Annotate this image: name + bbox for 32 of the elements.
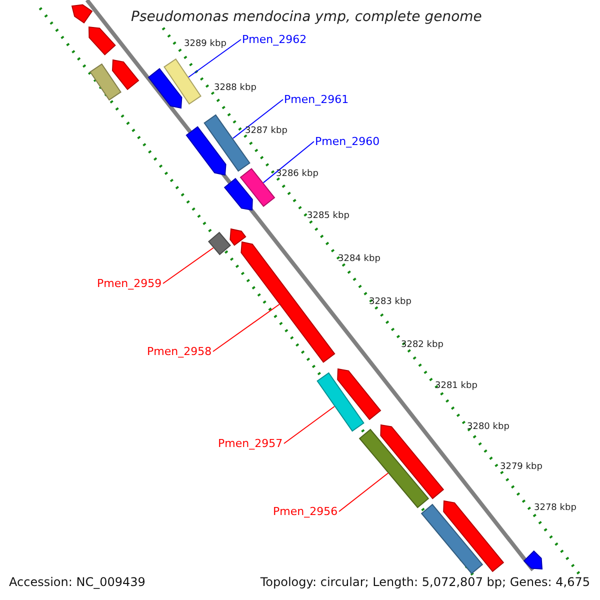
scale-label: 3278 kbp <box>534 503 576 513</box>
gene-bar <box>317 372 364 432</box>
gene-label: Pmen_2958 <box>147 345 212 358</box>
scale-label: 3287 kbp <box>245 126 288 136</box>
genome-info-text: Topology: circular; Length: 5,072,807 bp; Genes: 4,675 <box>260 575 590 589</box>
gene-bar <box>359 429 429 508</box>
scale-label: 3288 kbp <box>214 83 256 93</box>
leader-line <box>262 141 314 184</box>
scale-label: 3282 kbp <box>401 340 444 350</box>
accession-text: Accession: NC_009439 <box>9 575 146 589</box>
leader-line <box>284 406 335 444</box>
scale-label: 3280 kbp <box>467 422 510 432</box>
gene-bar <box>240 168 275 207</box>
scale-label: 3285 kbp <box>307 211 350 221</box>
title: Pseudomonas mendocina ymp, complete genome <box>131 9 482 25</box>
leader-line <box>188 39 242 78</box>
scale-label: 3283 kbp <box>369 297 412 307</box>
leader-line <box>338 472 389 512</box>
gene-label: Pmen_2960 <box>315 135 380 148</box>
scale-label: 3279 kbp <box>500 462 542 472</box>
scale-label: 3281 kbp <box>435 381 478 391</box>
gene-label: Pmen_2956 <box>273 505 338 518</box>
leader-line <box>212 304 280 352</box>
gene-label: Pmen_2961 <box>284 93 349 106</box>
gene-bar <box>208 232 231 255</box>
gene-label: Pmen_2957 <box>218 437 283 450</box>
gene-label: Pmen_2962 <box>242 33 307 46</box>
gene-bar <box>164 59 201 104</box>
leader-line <box>232 99 284 139</box>
gene-label: Pmen_2959 <box>97 277 162 290</box>
gene-bar <box>241 242 335 363</box>
leader-line <box>162 247 214 284</box>
